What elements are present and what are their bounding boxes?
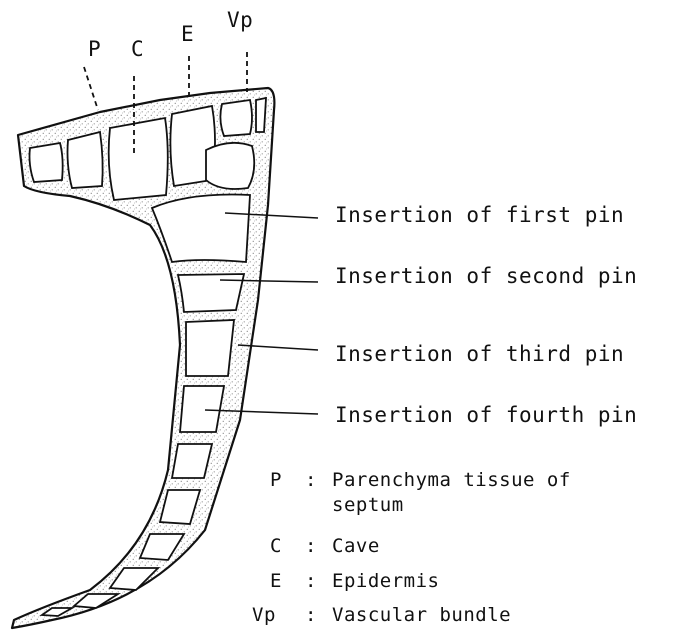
cell	[220, 100, 252, 136]
legend-abbr-c: C	[270, 535, 282, 557]
label-c: C	[131, 37, 144, 61]
legend-text-p-2: septum	[332, 494, 404, 516]
label-vp: Vp	[227, 8, 253, 32]
legend-sep-p: :	[305, 469, 317, 491]
cell	[30, 143, 63, 182]
cell	[206, 143, 254, 189]
chamber-5	[172, 444, 212, 478]
cell	[256, 98, 266, 132]
insertion-first-pin: Insertion of first pin	[335, 203, 624, 227]
legend-text-p: Parenchyma tissue of	[332, 469, 571, 491]
legend-text-vp: Vascular bundle	[332, 604, 511, 626]
chamber-3	[186, 320, 234, 376]
label-p: P	[88, 37, 101, 61]
legend-sep-e: :	[305, 570, 317, 592]
insertion-fourth-pin: Insertion of fourth pin	[335, 403, 637, 427]
cell	[68, 132, 103, 188]
leader-p	[84, 67, 98, 110]
legend-abbr-p: P	[270, 469, 282, 491]
chamber-4	[180, 386, 224, 432]
chambers	[42, 195, 250, 616]
legend-text-c: Cave	[332, 535, 380, 557]
legend-abbr-e: E	[270, 570, 282, 592]
label-e: E	[181, 22, 194, 46]
insertion-third-pin: Insertion of third pin	[335, 342, 624, 366]
legend-sep-c: :	[305, 535, 317, 557]
legend-abbr-vp: Vp	[252, 604, 276, 626]
legend-text-e: Epidermis	[332, 570, 439, 592]
insertion-second-pin: Insertion of second pin	[335, 264, 637, 288]
cave-cell	[109, 118, 168, 200]
legend-sep-vp: :	[305, 604, 317, 626]
